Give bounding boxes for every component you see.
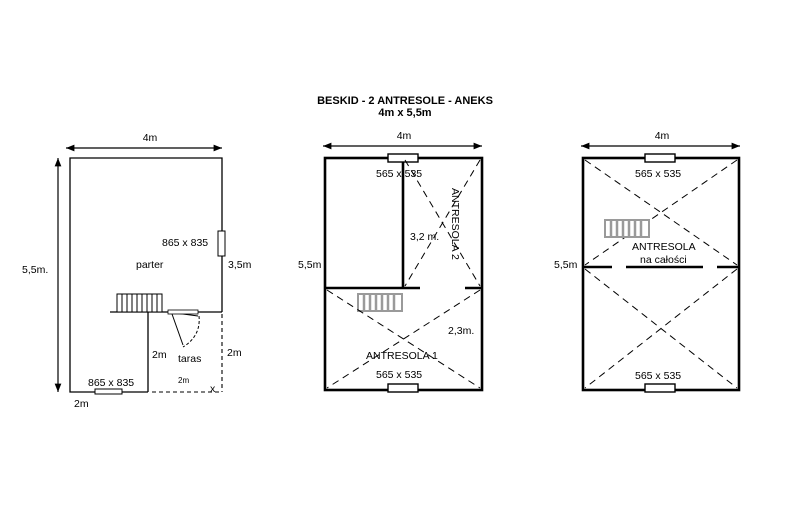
full-loft-sublabel: na całości <box>640 254 687 266</box>
plan-two-lofts: 4m 5,5m 565 x 535 3,2 m. ANTRESOLA 2 2,3… <box>298 130 484 393</box>
bottom-window-icon <box>387 383 419 393</box>
porch-label: taras <box>178 353 201 365</box>
top-window-icon <box>387 153 419 163</box>
porch-depth-left: 2m <box>152 349 167 361</box>
diagram-subtitle: 4m x 5,5m <box>378 107 431 119</box>
side-window-icon <box>217 230 226 257</box>
bottom-window-icon <box>644 383 676 393</box>
ladder-icon <box>357 293 403 312</box>
full-loft-outline <box>581 156 741 392</box>
ladder-icon <box>604 219 650 238</box>
loft-two-diagonal <box>404 159 481 287</box>
width-label: 4m <box>143 132 158 144</box>
loft-one-height: 2,3m. <box>448 325 474 337</box>
full-loft-diagonal <box>584 159 738 266</box>
plan-ground-floor: 4m 5,5m. 865 x 835 3,5m parter <box>22 132 252 410</box>
height-label: 5,5m. <box>22 264 48 276</box>
loft-two-height: 3,2 m. <box>410 231 439 243</box>
door-swing-icon <box>167 309 200 348</box>
full-loft-label: ANTRESOLA <box>632 241 696 253</box>
width-label: 4m <box>655 130 670 142</box>
bottom-window-icon <box>94 388 123 395</box>
plan-full-loft: 4m 5,5m 565 x 535 ANTRESOLA na całości 5… <box>554 130 741 393</box>
porch-width-label: 2m <box>178 376 189 385</box>
loft-two-label: ANTRESOLA 2 <box>449 188 461 260</box>
full-loft-diagonal <box>584 159 738 266</box>
loft-one-label: ANTRESOLA 1 <box>366 350 438 362</box>
porch-depth-right: 2m <box>227 347 242 359</box>
height-label: 5,5m <box>554 259 578 271</box>
width-label: 4m <box>397 130 412 142</box>
bottom-segment-label: 2m <box>74 398 89 410</box>
height-label: 5,5m <box>298 259 322 271</box>
loft-one-diagonal <box>326 289 481 389</box>
side-window-size: 865 x 835 <box>162 237 208 249</box>
bottom-window-size: 565 x 535 <box>376 369 422 381</box>
full-loft-diagonal <box>584 268 738 389</box>
top-window-size: 565 x 535 <box>376 168 422 180</box>
corner-post-icon: x <box>210 383 216 395</box>
top-window-icon <box>644 153 676 163</box>
bottom-window-size: 565 x 535 <box>635 370 681 382</box>
bottom-window-size: 865 x 835 <box>88 377 134 389</box>
top-window-size: 565 x 535 <box>635 168 681 180</box>
side-segment-label: 3,5m <box>228 259 252 271</box>
staircase-icon <box>116 293 163 313</box>
room-label: parter <box>136 259 164 271</box>
diagram-title: BESKID - 2 ANTRESOLE - ANEKS <box>317 95 493 107</box>
